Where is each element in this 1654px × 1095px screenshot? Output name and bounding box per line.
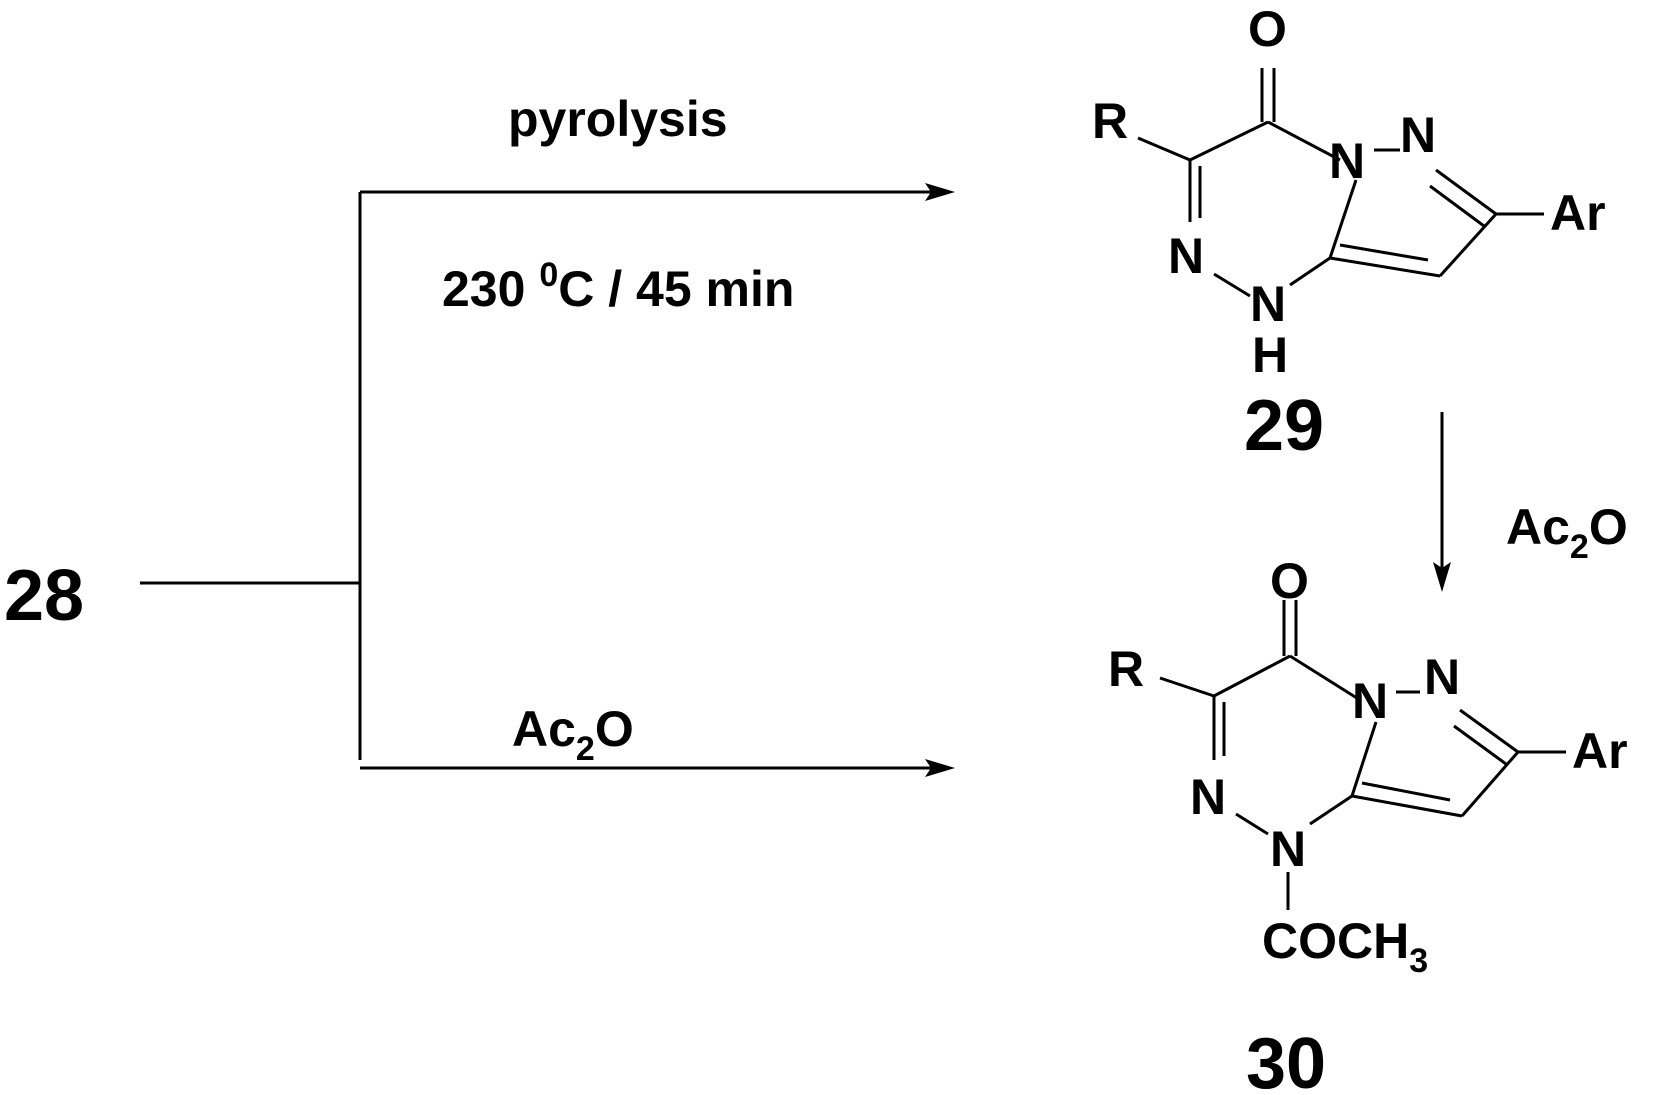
compound-label-30: 30 xyxy=(1246,1024,1326,1095)
s30-triazine-nitrogen: N xyxy=(1190,769,1226,825)
compound-label-29: 29 xyxy=(1244,386,1324,466)
condition-pyrolysis: pyrolysis xyxy=(508,91,728,147)
condition-ac2o-vertical: Ac2O xyxy=(1506,499,1628,566)
s30-ar-group: Ar xyxy=(1572,723,1628,779)
s30-acyl-nitrogen: N xyxy=(1270,821,1306,877)
s30-acetyl-group: COCH3 xyxy=(1262,913,1428,980)
s29-oxygen: O xyxy=(1248,1,1287,57)
s30-pyrazole-nitrogen: N xyxy=(1424,649,1460,705)
s29-ar-group: Ar xyxy=(1550,185,1606,241)
s29-nh-nitrogen: N xyxy=(1250,276,1286,332)
s30-oxygen: O xyxy=(1270,553,1309,609)
condition-ac2o-bottom: Ac2O xyxy=(512,701,634,768)
s30-bridge-nitrogen: N xyxy=(1352,673,1388,729)
condition-unit-time: C / 45 min xyxy=(558,261,794,317)
s29-nh-hydrogen: H xyxy=(1252,327,1288,383)
condition-temperature-time: 230 0C / 45 min xyxy=(442,256,794,317)
condition-degree-superscript: 0 xyxy=(539,256,558,294)
s30-r-group: R xyxy=(1108,641,1144,697)
s29-bridge-nitrogen: N xyxy=(1329,133,1365,189)
s29-triazine-nitrogen: N xyxy=(1168,228,1204,284)
compound-label-28: 28 xyxy=(4,556,84,636)
bottom-arrowhead xyxy=(925,759,955,777)
structure-30: O R N N Ar N N COCH3 30 xyxy=(1108,553,1628,1095)
condition-temperature: 230 xyxy=(442,261,539,317)
vertical-arrowhead xyxy=(1433,562,1451,592)
s29-r-group: R xyxy=(1092,93,1128,149)
s29-pyrazole-nitrogen: N xyxy=(1400,107,1436,163)
top-arrowhead xyxy=(925,183,955,201)
structure-29: O R N N Ar N N H 29 xyxy=(1092,1,1606,466)
